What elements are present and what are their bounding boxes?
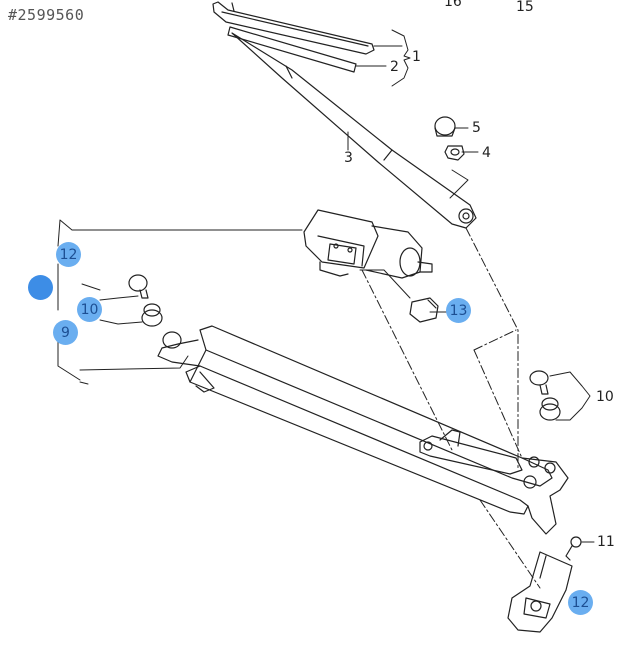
wiper-blade (212, 1, 375, 73)
assembly-lines (361, 227, 541, 589)
leader-lines (57, 29, 595, 605)
highlight-13-label: 13 (449, 302, 468, 319)
callout-16: 16 (444, 0, 462, 10)
highlight-10-left-label: 10 (80, 301, 99, 318)
callout-1: 1 (412, 49, 421, 65)
callout-10-right: 10 (596, 389, 614, 405)
highlight-13[interactable]: 13 (446, 298, 471, 323)
callout-2: 2 (390, 59, 399, 75)
highlight-10-left[interactable]: 10 (77, 297, 102, 322)
highlight-12-bottom[interactable]: 12 (568, 590, 593, 615)
highlight-9[interactable]: 9 (53, 320, 78, 345)
highlight-9-label: 9 (61, 324, 70, 341)
connector (409, 297, 439, 323)
mounting-bracket (507, 536, 582, 633)
linkage-frame (157, 325, 569, 535)
highlight-12-left[interactable]: 12 (56, 242, 81, 267)
callout-5: 5 (472, 120, 481, 136)
callout-4: 4 (482, 145, 491, 161)
figure-id: #2599560 (8, 6, 85, 24)
cap-and-nut (434, 116, 465, 161)
highlight-12-bottom-label: 12 (571, 594, 590, 611)
bushings (128, 274, 561, 421)
selection-marker[interactable] (28, 275, 53, 300)
callout-3: 3 (344, 150, 353, 166)
callout-11: 11 (597, 534, 615, 550)
highlight-12-left-label: 12 (59, 246, 78, 263)
wiper-motor (303, 209, 433, 279)
callout-15: 15 (516, 0, 534, 15)
wiper-arm (231, 32, 477, 229)
